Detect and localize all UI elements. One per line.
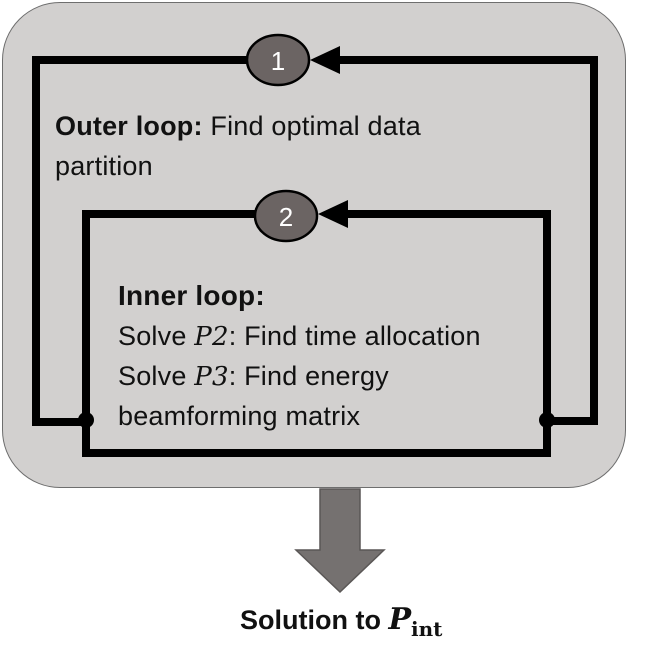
inner-loop-arrowhead — [318, 200, 348, 228]
solution-problem-symbol: P — [388, 602, 412, 637]
problem-p3-symbol: P3 — [194, 362, 229, 392]
output-down-arrow — [294, 488, 386, 594]
outer-loop-badge: 1 — [245, 33, 311, 87]
outer-loop-title: Outer loop: — [55, 111, 211, 141]
inner-loop-step-p2-text: : Find time allocation — [228, 321, 481, 351]
inner-loop-step-p3-prefix: Solve — [118, 361, 195, 391]
outer-loop-badge-number: 1 — [271, 46, 285, 76]
problem-p2-symbol: P2 — [194, 322, 229, 352]
solution-label: Solution to Pint — [240, 600, 442, 649]
outer-loop-arrowhead — [310, 46, 340, 74]
inner-loop-step-p2: Solve P2: Find time allocation — [118, 316, 481, 357]
inner-loop-badge-number: 2 — [279, 202, 293, 232]
junction-dot-left — [78, 412, 94, 428]
inner-loop-step-p3-text: : Find energy — [228, 361, 389, 391]
outer-loop-label: Outer loop: Find optimal data partition — [55, 106, 421, 186]
inner-loop-step-p2-prefix: Solve — [118, 321, 195, 351]
inner-loop-step-p3: Solve P3: Find energy — [118, 356, 389, 397]
inner-loop-step-p3-continued: beamforming matrix — [118, 401, 361, 431]
outer-loop-return-path — [336, 56, 598, 425]
outer-loop-path — [32, 56, 248, 426]
outer-loop-text-line2: partition — [55, 151, 153, 181]
algorithm-panel — [2, 2, 626, 488]
inner-loop-title: Inner loop: — [118, 280, 265, 311]
inner-loop-badge: 2 — [253, 189, 319, 243]
solution-problem-subscript: int — [411, 617, 443, 641]
outer-loop-text-line1: Find optimal data — [210, 111, 421, 141]
inner-loop-left-path — [82, 210, 551, 457]
junction-dot-right — [539, 412, 555, 428]
inner-loop-path — [344, 210, 551, 421]
solution-prefix: Solution to — [240, 605, 389, 635]
